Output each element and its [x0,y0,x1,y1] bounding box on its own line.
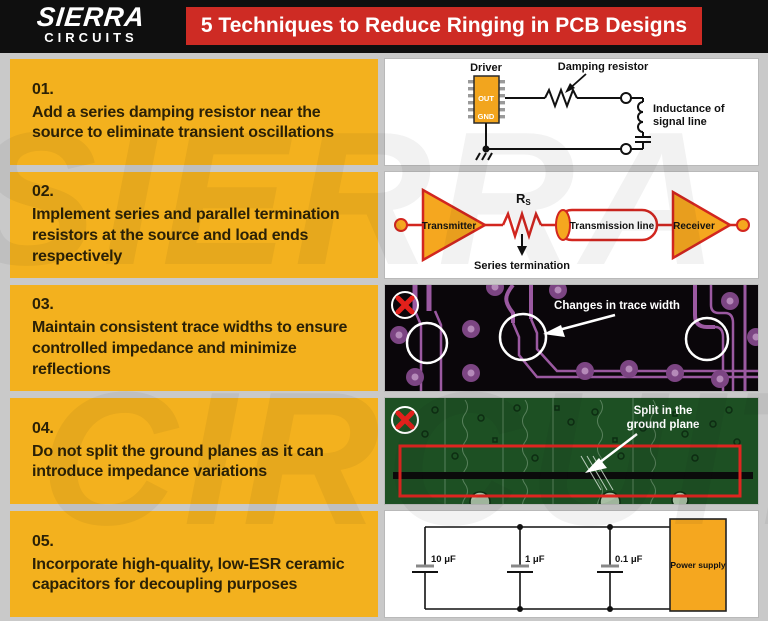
technique-row-2: 02. Implement series and parallel termin… [0,171,768,279]
technique-4-textbox: 04. Do not split the ground planes as it… [10,398,378,504]
pcb-traces [412,285,758,391]
ground-plane-image: Split in the ground plane [385,398,758,504]
termination-circuit: Transmitter RS Series termination Transm… [394,187,750,272]
technique-3-diagram: Changes in trace width [384,284,759,392]
prohibited-x-icon [391,406,419,434]
technique-row-4: 04. Do not split the ground planes as it… [0,397,768,505]
page-title: 5 Techniques to Reduce Ringing in PCB De… [186,7,702,45]
transmission-line-icon [555,208,659,242]
technique-1-text: Add a series damping resistor near the s… [32,103,334,142]
plane-texture [444,398,656,504]
technique-3-number: 03. [32,296,54,314]
technique-5-text: Incorporate high-quality, low-ESR cerami… [32,555,345,594]
technique-4-diagram: Split in the ground plane [384,397,759,505]
transmitter-label: Transmitter [422,221,477,232]
pcb-trace-width-image: Changes in trace width [385,285,758,391]
ground-plane-split [393,472,753,479]
technique-row-1: 01. Add a series damping resistor near t… [0,58,768,166]
prohibited-x-icon [391,291,419,319]
technique-5-number: 05. [32,532,54,550]
sierra-circuits-logo: SIERRA CIRCUITS [16,2,166,45]
damping-resistor-circuit: OUT GND Driver [468,61,725,161]
driver-ic-icon: OUT GND [468,75,505,124]
damping-resistor-arrow [565,73,587,93]
rs-sub: S [525,198,531,207]
cap2-label: 1 μF [525,554,545,565]
power-supply-box [669,518,727,612]
technique-2-diagram: Transmitter RS Series termination Transm… [384,171,759,279]
transmission-line-label: Transmission line [570,221,655,232]
receiver-label: Receiver [673,221,715,232]
junction-dots [517,524,613,612]
technique-5-diagram: 10 μF 1 μF 0.1 μF Power supply [384,510,759,618]
circuit-wires [424,526,670,610]
cap1-label: 10 μF [431,554,456,565]
damping-resistor-label: Damping resistor [558,61,649,73]
technique-2-number: 02. [32,183,54,201]
inductance-label-line2: signal line [653,116,707,128]
technique-5-textbox: 05. Incorporate high-quality, low-ESR ce… [10,511,378,617]
decoupling-capacitor-circuit: 10 μF 1 μF 0.1 μF Power supply [412,518,727,612]
split-arrow [585,433,638,473]
output-node [736,218,750,232]
trace-width-callout: Changes in trace width [554,300,680,312]
junction-dot [482,145,490,153]
terminal-node-top [620,92,632,104]
technique-3-text: Maintain consistent trace widths to ensu… [32,319,348,378]
pcb-pads [390,285,758,388]
transmitter-icon [421,187,488,263]
technique-1-number: 01. [32,80,54,98]
power-supply-label: Power supply [670,560,726,570]
technique-2-text: Implement series and parallel terminatio… [32,206,340,265]
plane-vias [421,404,741,462]
rs-label: RS [516,191,531,207]
circuit-wires [485,87,651,150]
series-termination-label: Series termination [474,260,570,272]
cap3-label: 0.1 μF [615,554,643,565]
technique-2-textbox: 02. Implement series and parallel termin… [10,172,378,278]
header-bar: SIERRA CIRCUITS 5 Techniques to Reduce R… [0,0,768,53]
split-callout-line1: Split in the [634,405,693,417]
technique-1-textbox: 01. Add a series damping resistor near t… [10,59,378,165]
receiver-icon [671,189,733,261]
driver-out-label: OUT [478,94,494,103]
logo-text-sierra: SIERRA [35,2,147,32]
split-callout-line2: ground plane [627,419,700,431]
series-termination-arrow [517,234,527,256]
split-highlight-rect [398,444,742,498]
driver-label: Driver [470,62,503,74]
terminal-node-bottom [620,143,632,155]
driver-gnd-label: GND [478,112,495,121]
rs-main: R [516,191,526,206]
capacitor-symbols [412,564,623,573]
technique-4-text: Do not split the ground planes as it can… [32,442,324,481]
logo-text-circuits: CIRCUITS [44,30,138,45]
highlight-circles [405,312,730,365]
trace-width-arrow [543,313,616,337]
inductance-label-line1: Inductance of [653,103,725,115]
technique-4-number: 04. [32,419,54,437]
input-node [394,218,408,232]
technique-row-5: 05. Incorporate high-quality, low-ESR ce… [0,510,768,618]
ground-symbol-icon [475,152,493,161]
technique-3-textbox: 03. Maintain consistent trace widths to … [10,285,378,391]
signal-path-wires [407,209,737,241]
technique-1-diagram: OUT GND Driver [384,58,759,166]
technique-row-3: 03. Maintain consistent trace widths to … [0,284,768,392]
